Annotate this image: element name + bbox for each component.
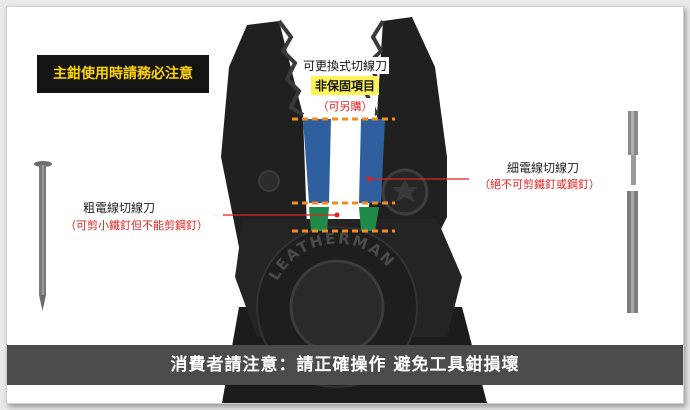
thick-wire-cutter-note: （可剪小鐵釘但不能剪鋼釘） — [65, 219, 208, 232]
thin-wire-cutter-title: 細電線切線刀 — [507, 161, 580, 175]
footer-notice-bar: 消費者請注意：請正確操作 避免工具鉗損壞 — [7, 345, 683, 385]
replaceable-blade-callout: 可更換式切線刀 非保固項目 （可另購） — [285, 55, 405, 114]
non-warranty-highlight: 非保固項目 — [310, 76, 379, 95]
nail-left-image — [34, 161, 52, 311]
thick-wire-cutter-callout: 粗電線切線刀 （可剪小鐵釘但不能剪鋼釘） — [63, 197, 223, 235]
replaceable-blade-title: 可更換式切線刀 — [300, 57, 389, 74]
thin-wire-cutter-note: （絕不可剪鐵釘或鋼釘） — [479, 178, 600, 191]
product-image-frame: LEATHERMAN 主鉗使用時請務必注意 可更換式切線刀 非保固項目 （可另購… — [6, 6, 684, 404]
replaceable-blade-note: （可另購） — [315, 98, 375, 114]
warning-badge: 主鉗使用時請務必注意 — [37, 55, 209, 93]
thick-wire-cutter-title: 粗電線切線刀 — [83, 201, 156, 215]
thin-wire-cutter-callout: 細電線切線刀 （絕不可剪鐵釘或鋼釘） — [469, 157, 619, 193]
nail-right-image — [627, 111, 638, 313]
